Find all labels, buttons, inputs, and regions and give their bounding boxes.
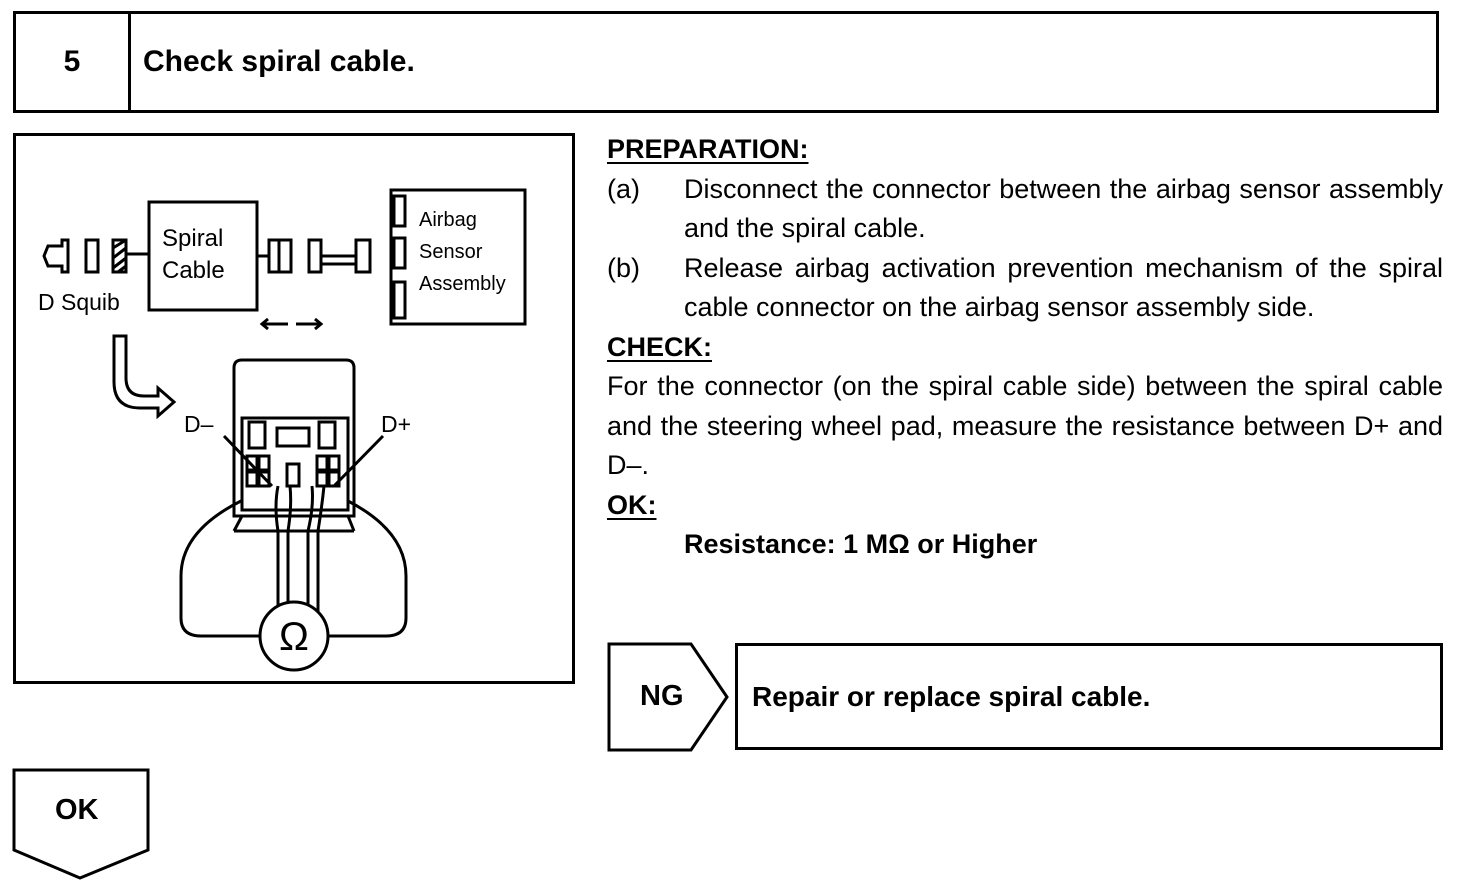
- preparation-item-b: (b) Release airbag activation prevention…: [607, 249, 1443, 328]
- ng-action-box: Repair or replace spiral cable.: [735, 643, 1443, 750]
- preparation-heading: PREPARATION:: [607, 134, 809, 164]
- ohm-symbol: Ω: [279, 615, 309, 659]
- preparation-item-a: (a) Disconnect the connector between the…: [607, 170, 1443, 249]
- d-plus-leader: [332, 434, 385, 488]
- wiring-illustration: Spiral Cable D Squib Airbag Sensor Assem…: [13, 133, 575, 684]
- ng-tag-shape: [607, 642, 729, 752]
- ok-spec-value: Resistance: 1 MΩ or Higher: [684, 529, 1038, 559]
- d-squib-plug: [42, 238, 70, 274]
- check-text: For the connector (on the spiral cable s…: [607, 371, 1443, 480]
- d-squib-label: D Squib: [38, 289, 120, 315]
- connector-housing: [232, 358, 356, 518]
- d-minus-leader: [222, 434, 274, 488]
- sensor-side-connector: [307, 238, 323, 274]
- spiral-cable-label-2: Cable: [162, 257, 225, 284]
- probe-wires: [274, 485, 326, 621]
- airbag-sensor-assembly-box: [389, 188, 527, 326]
- ok-tag: OK: [12, 768, 150, 880]
- step-number: 5: [16, 14, 131, 110]
- item-mark: (a): [607, 173, 640, 204]
- d-minus-label: D–: [184, 411, 214, 437]
- ng-action-text: Repair or replace spiral cable.: [752, 680, 1151, 712]
- bent-arrow: [112, 334, 177, 420]
- step-header: 5 Check spiral cable.: [13, 11, 1439, 113]
- sensor-label-1: Airbag: [419, 209, 477, 231]
- d-plus-label: D+: [381, 411, 411, 437]
- step-title: Check spiral cable.: [143, 45, 415, 78]
- sensor-label-3: Assembly: [419, 273, 506, 295]
- item-mark: (b): [607, 252, 640, 283]
- item-text: Disconnect the connector between the air…: [684, 173, 1443, 244]
- ok-spec-heading: OK:: [607, 489, 657, 520]
- item-text: Release airbag activation prevention mec…: [684, 252, 1443, 323]
- connector-diagram: Spiral Cable D Squib Airbag Sensor Assem…: [38, 188, 527, 672]
- spiral-cable-label-1: Spiral: [162, 225, 223, 252]
- ok-tag-shape: [12, 768, 150, 880]
- ng-tag: NG: [607, 642, 731, 752]
- procedure-text: PREPARATION: (a) Disconnect the connecto…: [607, 130, 1443, 565]
- ohmmeter-dial: [258, 600, 330, 672]
- ok-label: OK: [55, 794, 99, 826]
- d-squib-connector: [84, 238, 100, 274]
- spiral-cable-box: [147, 200, 259, 312]
- check-heading: CHECK:: [607, 331, 712, 362]
- sensor-label-2: Sensor: [419, 241, 483, 263]
- ng-label: NG: [640, 680, 684, 712]
